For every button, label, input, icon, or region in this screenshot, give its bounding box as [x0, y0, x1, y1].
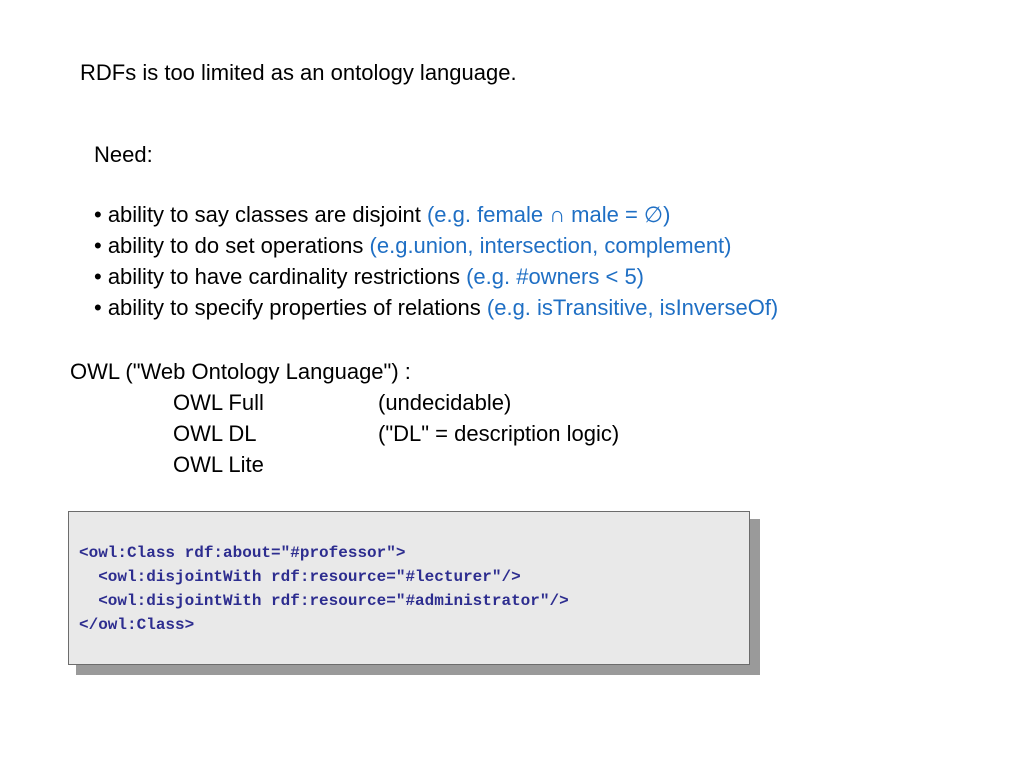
need-item-example: (e.g. isTransitive, isInverseOf)	[486, 295, 779, 320]
need-item-text: • ability to do set operations	[94, 233, 370, 258]
need-item-example: (e.g.union, intersection, complement)	[369, 233, 732, 258]
owl-variant-name: OWL DL	[173, 421, 257, 446]
need-item-example: (e.g. #owners < 5)	[466, 264, 645, 289]
intro-text: RDFs is too limited as an ontology langu…	[80, 60, 517, 85]
owl-heading: OWL ("Web Ontology Language") :	[70, 359, 411, 384]
owl-variant-name: OWL Lite	[173, 452, 264, 477]
need-item-text: • ability to say classes are disjoint	[94, 202, 427, 227]
need-item-example: (e.g. female ∩ male = ∅)	[426, 202, 671, 227]
need-item-text: • ability to have cardinality restrictio…	[94, 264, 467, 289]
need-heading: Need:	[94, 142, 153, 167]
code-line: </owl:Class>	[79, 616, 195, 634]
need-item: • ability to do set operations (e.g.unio…	[94, 233, 732, 259]
code-line: <owl:disjointWith rdf:resource="#adminis…	[79, 592, 569, 610]
code-line: <owl:Class rdf:about="#professor">	[79, 544, 406, 562]
need-item: • ability to say classes are disjoint (e…	[94, 202, 670, 228]
owl-variant-name: OWL Full	[173, 390, 264, 415]
need-item-text: • ability to specify properties of relat…	[94, 295, 487, 320]
owl-variant-note: ("DL" = description logic)	[378, 421, 620, 446]
code-box: <owl:Class rdf:about="#professor"> <owl:…	[68, 511, 750, 665]
need-item: • ability to have cardinality restrictio…	[94, 264, 644, 290]
need-item: • ability to specify properties of relat…	[94, 295, 778, 321]
code-line: <owl:disjointWith rdf:resource="#lecture…	[79, 568, 521, 586]
owl-variant-note: (undecidable)	[378, 390, 512, 415]
